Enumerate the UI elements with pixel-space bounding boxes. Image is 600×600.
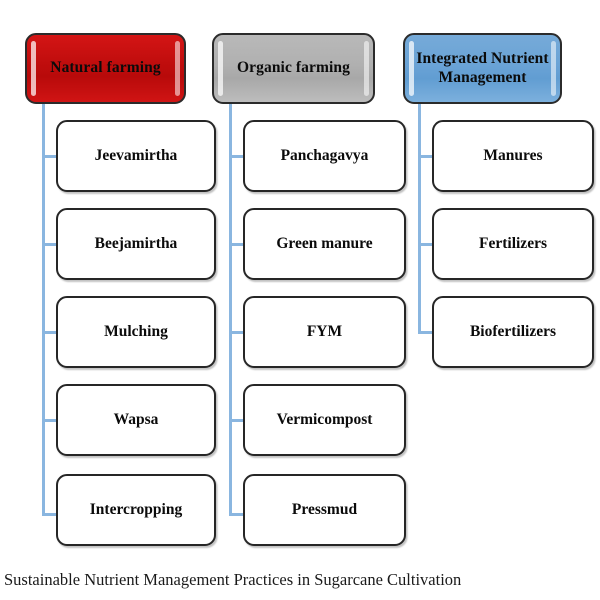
connector-stub-inm-3 bbox=[418, 331, 434, 334]
leaf-label-pressmud: Pressmud bbox=[291, 501, 358, 518]
connector-stub-natural-3 bbox=[42, 331, 58, 334]
connector-stub-inm-1 bbox=[418, 155, 434, 158]
connector-stub-organic-3 bbox=[229, 331, 245, 334]
leaf-label-intercropping: Intercropping bbox=[89, 501, 183, 518]
leaf-label-beejamirtha: Beejamirtha bbox=[94, 235, 178, 252]
leaf-box-pressmud[interactable]: Pressmud bbox=[243, 474, 406, 546]
leaf-label-biofertilizers: Biofertilizers bbox=[469, 323, 557, 340]
leaf-label-panchagavya: Panchagavya bbox=[280, 147, 369, 164]
leaf-label-mulching: Mulching bbox=[104, 323, 168, 340]
figure-caption: Sustainable Nutrient Management Practice… bbox=[4, 570, 462, 589]
header-label-integrated-nutrient-management: Integrated Nutrient Management bbox=[416, 50, 549, 86]
leaf-box-mulching[interactable]: Mulching bbox=[56, 296, 216, 368]
leaf-label-fym: FYM bbox=[306, 323, 343, 340]
header-box-organic-farming[interactable]: Organic farming bbox=[212, 33, 375, 104]
leaf-box-jeevamirtha[interactable]: Jeevamirtha bbox=[56, 120, 216, 192]
header-label-natural-farming: Natural farming bbox=[50, 59, 161, 77]
leaf-label-manures: Manures bbox=[483, 147, 543, 164]
connector-stub-organic-1 bbox=[229, 155, 245, 158]
leaf-box-fertilizers[interactable]: Fertilizers bbox=[432, 208, 594, 280]
leaf-box-intercropping[interactable]: Intercropping bbox=[56, 474, 216, 546]
connector-stub-inm-2 bbox=[418, 243, 434, 246]
header-label-organic-farming: Organic farming bbox=[237, 59, 350, 77]
connector-trunk-integrated-nutrient-management bbox=[418, 104, 421, 332]
header-box-integrated-nutrient-management[interactable]: Integrated Nutrient Management bbox=[403, 33, 562, 104]
leaf-box-biofertilizers[interactable]: Biofertilizers bbox=[432, 296, 594, 368]
connector-stub-natural-4 bbox=[42, 419, 58, 422]
leaf-box-panchagavya[interactable]: Panchagavya bbox=[243, 120, 406, 192]
leaf-box-wapsa[interactable]: Wapsa bbox=[56, 384, 216, 456]
leaf-label-wapsa: Wapsa bbox=[113, 411, 159, 428]
leaf-label-jeevamirtha: Jeevamirtha bbox=[94, 147, 178, 164]
leaf-box-green-manure[interactable]: Green manure bbox=[243, 208, 406, 280]
connector-stub-organic-5 bbox=[229, 513, 245, 516]
header-box-natural-farming[interactable]: Natural farming bbox=[25, 33, 186, 104]
connector-stub-natural-2 bbox=[42, 243, 58, 246]
connector-stub-natural-5 bbox=[42, 513, 58, 516]
connector-stub-organic-2 bbox=[229, 243, 245, 246]
leaf-box-vermicompost[interactable]: Vermicompost bbox=[243, 384, 406, 456]
leaf-label-vermicompost: Vermicompost bbox=[276, 411, 373, 428]
connector-stub-natural-1 bbox=[42, 155, 58, 158]
connector-stub-organic-4 bbox=[229, 419, 245, 422]
leaf-box-beejamirtha[interactable]: Beejamirtha bbox=[56, 208, 216, 280]
connector-trunk-organic-farming bbox=[229, 104, 232, 516]
leaf-box-fym[interactable]: FYM bbox=[243, 296, 406, 368]
connector-trunk-natural-farming bbox=[42, 104, 45, 516]
leaf-box-manures[interactable]: Manures bbox=[432, 120, 594, 192]
leaf-label-green-manure: Green manure bbox=[276, 235, 373, 252]
leaf-label-fertilizers: Fertilizers bbox=[479, 235, 547, 252]
